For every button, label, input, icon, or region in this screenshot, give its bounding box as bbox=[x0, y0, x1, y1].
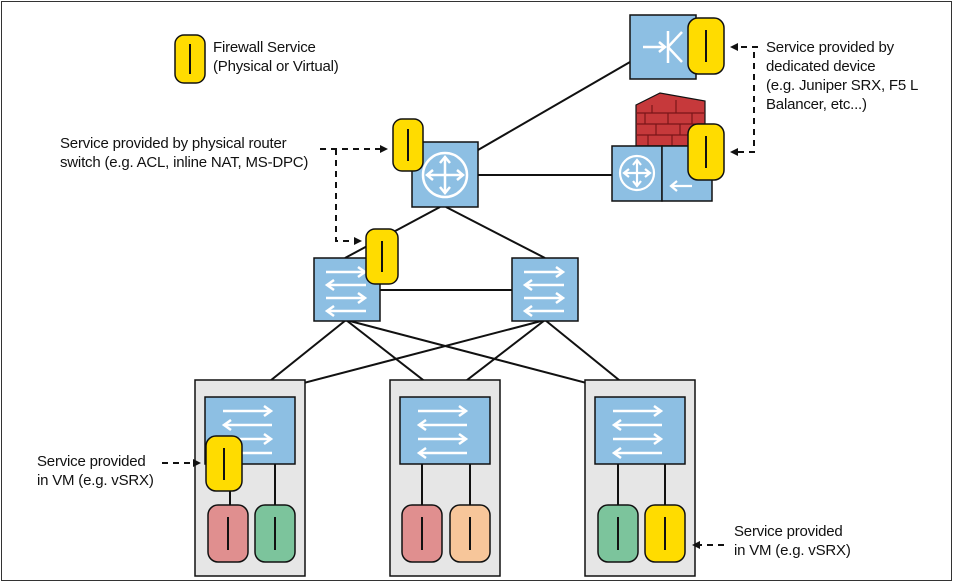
callout-router-line-1: Service provided by physical router bbox=[60, 135, 287, 152]
firewall-router-icon bbox=[618, 154, 656, 192]
callout-vm-left: Service provided in VM (e.g. vSRX) bbox=[37, 452, 154, 490]
callout-router-line-2: switch (e.g. ACL, inline NAT, MS-DPC) bbox=[60, 154, 309, 171]
spine-switch-right bbox=[511, 257, 579, 322]
server-left bbox=[194, 379, 306, 577]
lb-service-icon bbox=[687, 17, 725, 75]
callout-vm-left-line-2: in VM (e.g. vSRX) bbox=[37, 472, 154, 489]
callout-dedicated: Service provided by dedicated device (e.… bbox=[766, 38, 918, 114]
arrow-to-spine-service bbox=[335, 149, 362, 245]
switch-icon bbox=[416, 404, 469, 460]
callout-dedicated-line-1: Service provided by bbox=[766, 39, 894, 56]
callout-vm-right-line-2: in VM (e.g. vSRX) bbox=[734, 542, 851, 559]
callout-dedicated-line-4: Balancer, etc...) bbox=[766, 96, 867, 113]
server-right bbox=[584, 379, 696, 577]
firewall-switch-icon bbox=[669, 180, 692, 192]
vm-service-icon bbox=[644, 504, 686, 563]
legend-line-2: (Physical or Virtual) bbox=[213, 58, 339, 75]
vm-green bbox=[597, 504, 639, 563]
callout-arrows bbox=[162, 43, 758, 549]
callout-vm-left-line-1: Service provided bbox=[37, 453, 146, 470]
core-router bbox=[392, 118, 479, 208]
vm-red bbox=[207, 504, 249, 563]
switch-icon bbox=[611, 404, 664, 460]
vm-orange bbox=[449, 504, 491, 563]
vm-service-icon bbox=[205, 435, 243, 492]
firewall-service-icon bbox=[687, 123, 725, 181]
dedicated-load-balancer bbox=[629, 14, 725, 80]
network-links bbox=[249, 61, 641, 398]
spine-switch-left bbox=[313, 228, 399, 322]
callout-dedicated-line-3: (e.g. Juniper SRX, F5 L bbox=[766, 77, 919, 94]
arrow-to-firewall-service bbox=[730, 52, 755, 156]
router-icon bbox=[421, 151, 469, 199]
switch-icon bbox=[324, 265, 368, 318]
link-router-lb bbox=[477, 61, 631, 151]
dedicated-firewall bbox=[611, 92, 725, 202]
legend-service-icon bbox=[174, 34, 206, 84]
callout-router: Service provided by physical router swit… bbox=[60, 134, 308, 172]
legend-label: Firewall Service (Physical or Virtual) bbox=[213, 38, 339, 76]
router-service-icon bbox=[392, 118, 424, 172]
callout-vm-right: Service provided in VM (e.g. vSRX) bbox=[734, 522, 851, 560]
server-middle bbox=[389, 379, 501, 577]
vm-green bbox=[254, 504, 296, 563]
callout-dedicated-line-2: dedicated device bbox=[766, 58, 876, 75]
spine-service-icon bbox=[365, 228, 399, 285]
callout-vm-right-line-1: Service provided bbox=[734, 523, 843, 540]
link-router-spine-right bbox=[445, 206, 546, 259]
load-balancer-icon bbox=[643, 31, 683, 63]
legend-line-1: Firewall Service bbox=[213, 39, 316, 56]
switch-icon bbox=[522, 265, 566, 318]
vm-red bbox=[401, 504, 443, 563]
